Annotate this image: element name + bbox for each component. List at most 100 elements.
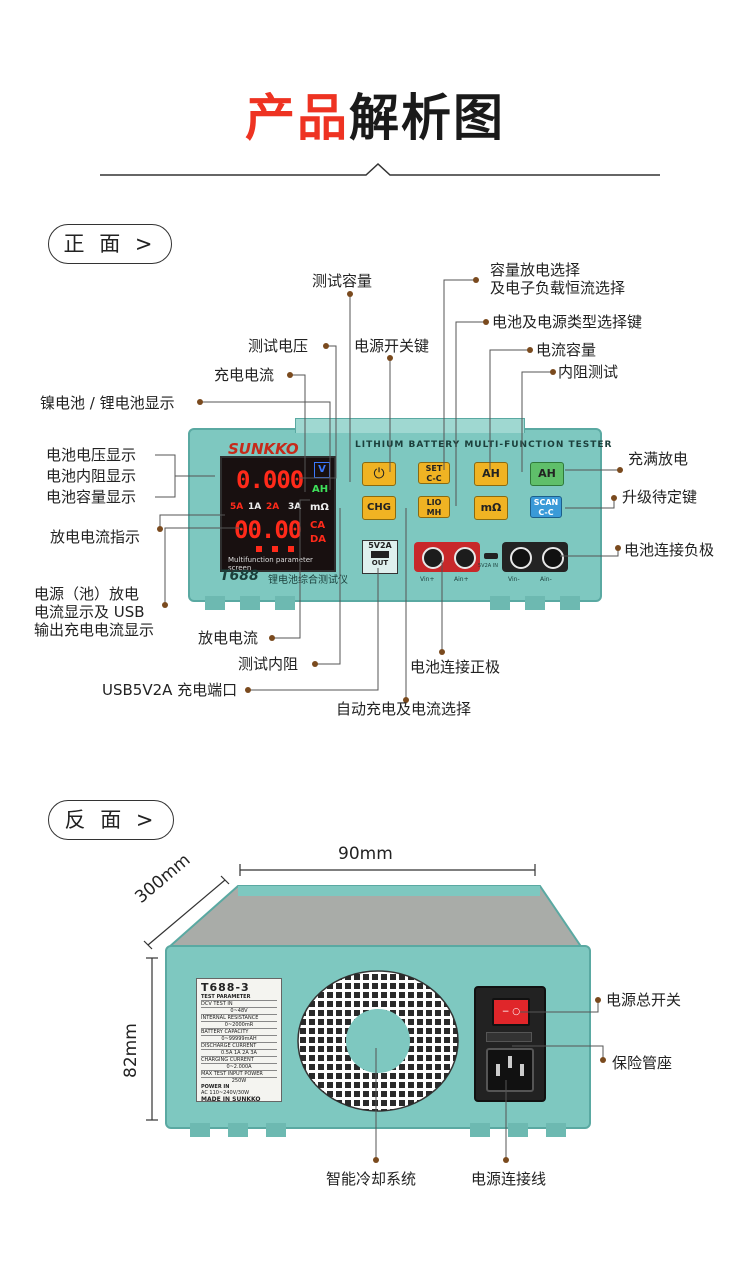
tab-front[interactable]: 正 面 > (48, 224, 172, 264)
fan-grille-slot (336, 1055, 342, 1061)
fan-grille-slot (318, 1010, 324, 1016)
label-battery-type-key: 电池及电源类型选择键 (492, 313, 643, 331)
fan-grille-slot (408, 1100, 414, 1106)
fan-grille-slot (309, 1001, 315, 1007)
fan-grille-slot (372, 1001, 378, 1007)
fan-grille-slot (309, 1046, 315, 1052)
fan-grille-slot (381, 983, 387, 989)
vin-positive-jack[interactable] (422, 547, 444, 569)
lio-mh-button[interactable]: LIO MH (418, 496, 450, 518)
fan-grille-slot (372, 1082, 378, 1088)
lcd-indicator-dot (272, 546, 278, 552)
label-cooling: 智能冷却系统 (326, 1170, 417, 1188)
fuse-holder[interactable] (486, 1032, 532, 1042)
tab-back[interactable]: 反 面 > (48, 800, 174, 840)
label-power-switch-key: 电源开关键 (354, 337, 430, 355)
fan-grille-slot (363, 1100, 369, 1106)
fan-grille-slot (399, 974, 405, 980)
ah-button[interactable]: AH (474, 462, 508, 486)
fan-grille-slot (408, 1073, 414, 1079)
label-test-capacity: 测试容量 (312, 272, 373, 290)
fan-grille-slot (345, 1100, 351, 1106)
fan-grille-slot (426, 1082, 432, 1088)
fan-grille-slot (363, 1082, 369, 1088)
fan-grille-slot (417, 1019, 423, 1025)
lcd-unit-da: DA (310, 534, 327, 545)
fan-grille-slot (318, 1064, 324, 1070)
fan-grille-slot (309, 1064, 315, 1070)
usb-socket[interactable] (371, 551, 389, 558)
chg-button[interactable]: CHG (362, 496, 396, 520)
fan-grille-slot (318, 1055, 324, 1061)
fan-grille-slot (435, 1073, 441, 1079)
plate-row: DCV TEST IN (201, 1000, 277, 1007)
fan-grille-slot (336, 983, 342, 989)
dc-input-socket[interactable] (484, 553, 498, 559)
fan-grille-slot (372, 974, 378, 980)
plate-power-spec: AC 110~240V/30W (201, 1090, 250, 1096)
fan-grille-slot (327, 1019, 333, 1025)
fan-grille-slot (318, 992, 324, 998)
set-cc-button[interactable]: SET C-C (418, 462, 450, 484)
fan-grille-slot (372, 1100, 378, 1106)
fan-grille-slot (336, 1037, 342, 1043)
fan-grille-slot (354, 1073, 360, 1079)
fan-grille-slot (309, 1010, 315, 1016)
label-discharge-current: 放电电流 (198, 629, 259, 647)
fan-grille-slot (444, 1037, 450, 1043)
fan-grille-slot (417, 1064, 423, 1070)
label-fuse-holder: 保险管座 (612, 1054, 673, 1072)
ah-power-button[interactable]: AH (530, 462, 564, 486)
label-test-voltage: 测试电压 (248, 337, 309, 355)
lcd-bottom-value: 00.00 (234, 516, 302, 544)
fan-grille-slot (354, 1010, 360, 1016)
plate-row: 0~99999mAH (201, 1035, 277, 1042)
vin-negative-jack[interactable] (510, 547, 532, 569)
mohm-button[interactable]: mΩ (474, 496, 508, 520)
power-inlet-module: − ○ (474, 986, 546, 1102)
fan-grille-slot (372, 1109, 378, 1111)
fan-grille-slot (390, 992, 396, 998)
fan-grille-slot (336, 1073, 342, 1079)
fan-grille-slot (354, 1100, 360, 1106)
device-foot (490, 596, 510, 610)
fan-grille-slot (390, 983, 396, 989)
fan-grille-slot (318, 1001, 324, 1007)
fan-grille-slot (345, 1091, 351, 1097)
fan-grille-slot (309, 1028, 315, 1034)
fan-grille-slot (444, 1019, 450, 1025)
fan-grille-slot (336, 1046, 342, 1052)
label-capacity-display: 电池容量显示 (46, 488, 137, 506)
fan-grille-slot (435, 1010, 441, 1016)
fan-grille-slot (345, 1055, 351, 1061)
label-full-discharge: 充满放电 (628, 450, 689, 468)
fan-grille-slot (381, 1100, 387, 1106)
scan-cc-button[interactable]: SCAN C-C (530, 496, 562, 518)
lcd-screen: 0.000 V AH 5A 1A 2A 3A mΩ 00.00 CA DA Mu… (220, 456, 336, 572)
plate-row: DISCHARGE CURRENT (201, 1042, 277, 1049)
lcd-indicator-dot (288, 546, 294, 552)
fan-grille-slot (336, 1019, 342, 1025)
fan-grille-slot (318, 1037, 324, 1043)
fan-grille-slot (435, 1055, 441, 1061)
fan-grille-slot (435, 1046, 441, 1052)
iec-socket[interactable] (486, 1048, 534, 1092)
lcd-unit-ca: CA (310, 520, 326, 531)
fan-grille-slot (372, 1091, 378, 1097)
fan-grille-slot (381, 974, 387, 980)
fan-grille-slot (327, 1037, 333, 1043)
socket-pin (496, 1064, 500, 1076)
fan-grille-slot (426, 1037, 432, 1043)
plate-row: 0~48V (201, 1007, 277, 1014)
ain-negative-jack[interactable] (542, 547, 564, 569)
fan-grille-slot (426, 1046, 432, 1052)
fan-grille-slot (336, 1001, 342, 1007)
fan-grille-slot (417, 983, 423, 989)
fan-grille-slot (354, 1064, 360, 1070)
label-upgrade-standby: 升级待定键 (622, 488, 698, 506)
fan-grille-slot (318, 1073, 324, 1079)
ain-positive-jack[interactable] (454, 547, 476, 569)
fan-grille-slot (417, 1037, 423, 1043)
